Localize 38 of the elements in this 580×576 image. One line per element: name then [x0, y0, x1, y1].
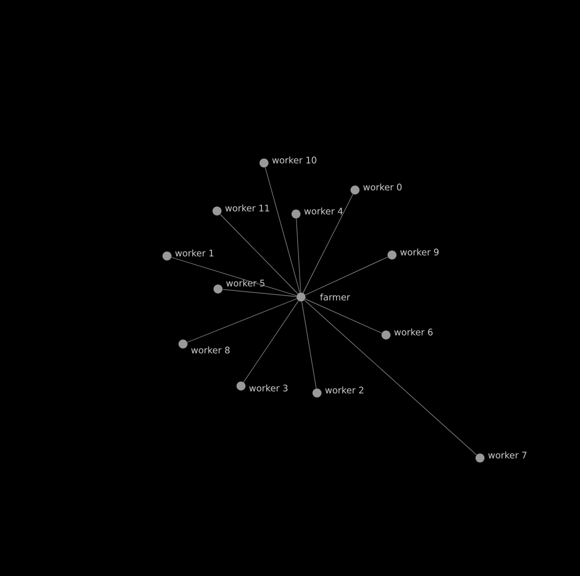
connector-line: [220, 214, 298, 294]
connector-line: [301, 301, 317, 389]
connector-line: [222, 289, 297, 297]
network-node: worker 10: [260, 156, 316, 168]
network-node: worker 3: [236, 382, 288, 392]
node-label: worker 2: [325, 386, 364, 394]
connector-line: [304, 300, 477, 456]
node-label: worker 3: [249, 384, 288, 392]
connector-line: [243, 300, 299, 382]
connector-line: [305, 298, 382, 334]
node-label: worker 0: [363, 184, 402, 190]
node-label: worker 7: [488, 452, 526, 458]
node-label: farmer: [320, 294, 350, 300]
node-label: worker 1: [175, 250, 214, 256]
connector-line: [302, 194, 354, 294]
connector-line: [171, 257, 297, 296]
network-node: worker 4: [292, 208, 343, 218]
network-node: worker 0: [350, 184, 402, 194]
connector-line: [296, 218, 302, 293]
node-label: worker 5: [226, 280, 264, 286]
connector-line: [187, 298, 297, 343]
node-label: worker 4: [304, 208, 343, 214]
network-node: worker 6: [382, 328, 433, 340]
network-node: farmer: [296, 292, 350, 302]
network-node: worker 2: [312, 386, 364, 398]
network-node: worker 5: [214, 280, 264, 294]
node-label: worker 11: [225, 204, 270, 212]
network-node: worker 7: [476, 452, 526, 462]
node-label: worker 10: [272, 156, 316, 164]
node-label: worker 9: [400, 248, 439, 256]
network-node: worker 1: [162, 250, 214, 260]
node-label: worker 8: [191, 346, 230, 354]
connector-line: [304, 256, 388, 296]
network-node: worker 9: [388, 248, 439, 260]
network-node: worker 8: [178, 340, 230, 354]
node-label: worker 6: [394, 328, 433, 336]
connector-line: [264, 167, 300, 293]
network-node: worker 11: [212, 204, 270, 216]
